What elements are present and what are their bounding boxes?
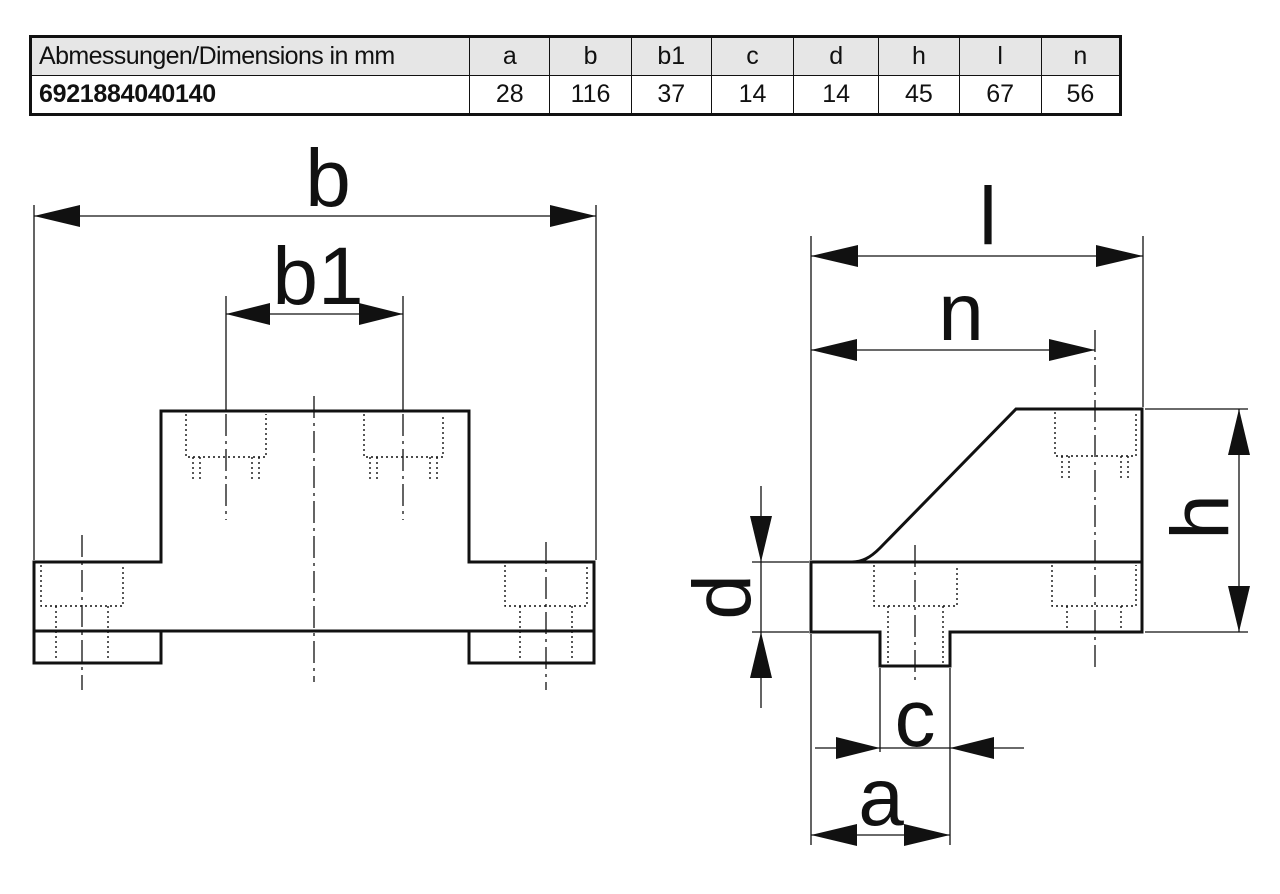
label-b: b bbox=[305, 133, 351, 224]
value-c: 14 bbox=[710, 75, 795, 115]
label-h: h bbox=[1155, 494, 1246, 540]
column-header-d: d bbox=[793, 36, 880, 76]
label-a: a bbox=[858, 752, 904, 843]
table-row: 6921884040140 28 116 37 14 14 45 67 56 bbox=[29, 75, 1122, 115]
column-header-l: l bbox=[958, 36, 1042, 76]
front-hidden-hole-bottom-left bbox=[40, 565, 124, 660]
label-l: l bbox=[979, 171, 997, 262]
label-n: n bbox=[938, 267, 984, 358]
column-header-b1: b1 bbox=[630, 36, 712, 76]
label-d: d bbox=[677, 574, 768, 620]
dimension-h: h bbox=[1145, 408, 1250, 633]
label-b1: b1 bbox=[272, 231, 363, 322]
value-h: 45 bbox=[878, 75, 960, 115]
dimension-d: d bbox=[677, 486, 809, 708]
value-d: 14 bbox=[793, 75, 880, 115]
value-l: 67 bbox=[958, 75, 1042, 115]
dimension-b1: b1 bbox=[225, 231, 404, 410]
column-header-h: h bbox=[878, 36, 960, 76]
front-hidden-hole-right bbox=[363, 414, 444, 481]
dimension-c: c bbox=[815, 668, 1024, 845]
dimension-n: n bbox=[811, 267, 1095, 361]
side-view: l n h d bbox=[677, 171, 1250, 846]
dimension-l: l bbox=[810, 171, 1144, 560]
column-header-a: a bbox=[469, 36, 551, 76]
side-hidden-hole-bottom bbox=[873, 565, 958, 663]
side-hidden-hole-top bbox=[1054, 412, 1137, 480]
dimension-a: a bbox=[810, 634, 950, 846]
side-hidden-hole-right bbox=[1051, 565, 1137, 632]
front-hidden-hole-bottom-right bbox=[504, 565, 588, 660]
front-view: b b1 bbox=[32, 133, 597, 690]
value-b: 116 bbox=[549, 75, 632, 115]
label-c: c bbox=[895, 673, 936, 764]
dimensions-table: Abmessungen/Dimensions in mm a b b1 c d … bbox=[29, 35, 1122, 116]
value-b1: 37 bbox=[630, 75, 712, 115]
front-hidden-hole-left bbox=[185, 414, 267, 481]
front-view-outline bbox=[32, 409, 596, 665]
side-view-outline bbox=[809, 407, 1144, 668]
value-n: 56 bbox=[1040, 75, 1122, 115]
column-header-n: n bbox=[1040, 36, 1122, 76]
dimension-b: b bbox=[33, 133, 597, 560]
article-number: 6921884040140 bbox=[29, 75, 471, 115]
column-header-c: c bbox=[710, 36, 795, 76]
value-a: 28 bbox=[469, 75, 551, 115]
